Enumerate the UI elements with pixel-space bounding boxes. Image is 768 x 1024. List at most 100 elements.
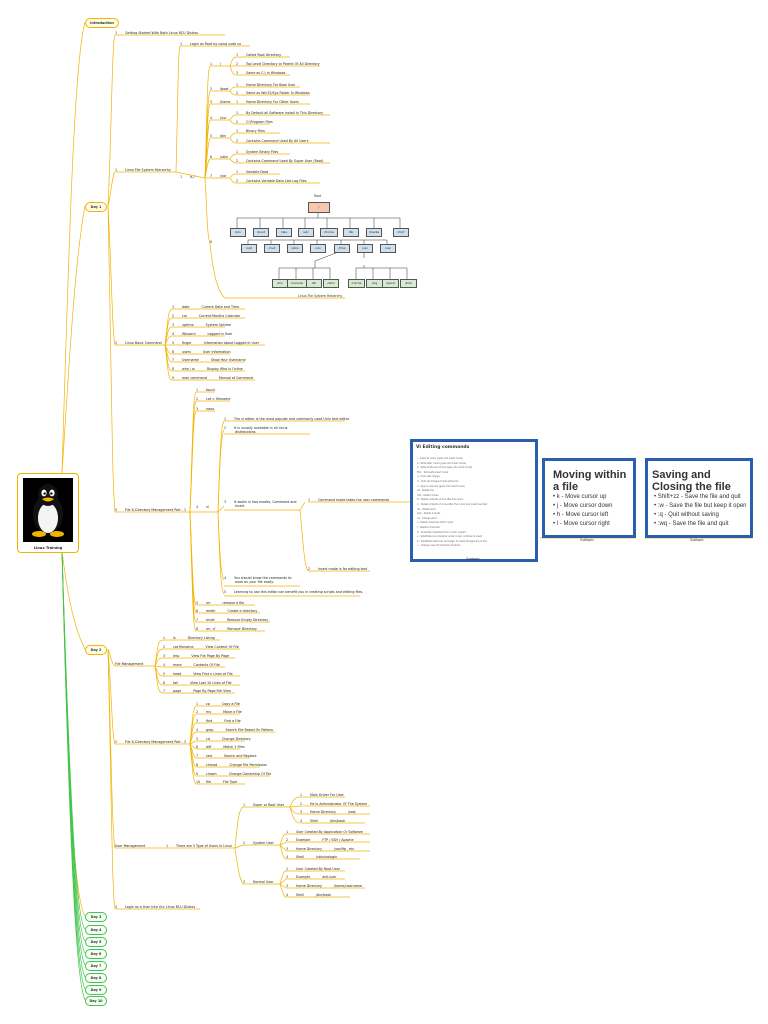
branch-pill[interactable]: Day 3 [85, 912, 107, 922]
topic-node[interactable]: It is usually available in all Linux [234, 426, 288, 430]
topic-node[interactable]: touch [206, 388, 215, 392]
topic-node[interactable]: /usr [220, 116, 226, 120]
topic-node[interactable]: Home Directory/var/ftp , etc [296, 847, 354, 851]
topic-node[interactable]: Home Directory/home/username [296, 884, 362, 888]
branch-pill[interactable]: Day 8 [85, 973, 107, 983]
topic-node[interactable]: Linux Basic Command [125, 341, 162, 345]
branch-pill[interactable]: Day 6 [85, 949, 107, 959]
topic-node[interactable]: Normal User [253, 880, 274, 884]
topic-node[interactable]: Shell/bin/bash [296, 893, 331, 897]
topic-node[interactable]: Home Directory For Other Users [246, 100, 299, 104]
topic-node[interactable]: Same as C:\ in Windows [246, 71, 286, 75]
topic-node[interactable]: Super or Root User [253, 803, 284, 807]
topic-node[interactable]: Contains Command Used By Super User (Roo… [246, 159, 323, 163]
topic-node[interactable]: By Default all Software Install In This … [246, 111, 323, 115]
branch-pill[interactable]: Day 2 [85, 645, 107, 655]
topic-node[interactable]: Login as Root by using sudo su [190, 42, 241, 46]
topic-node[interactable]: The vi editor is the most popular and co… [234, 417, 350, 421]
topic-node[interactable]: distributions. [235, 430, 257, 434]
topic-node[interactable]: Top Level Directory or Parent Of All Dir… [246, 62, 320, 66]
moving-panel[interactable]: Moving within a file • k - Move cursor u… [542, 458, 636, 538]
topic-node[interactable]: Home Directory For Boot User [246, 83, 295, 87]
topic-node[interactable]: User Created By Root User [296, 867, 340, 871]
topic-node[interactable]: Insert mode is for editing text [318, 567, 367, 571]
topic-node[interactable]: You should know the commands to [234, 576, 291, 580]
topic-node[interactable]: Contains Command Used By All Users [246, 139, 308, 143]
topic-node[interactable]: /sbin [220, 155, 228, 159]
vi-commands-panel[interactable]: Vi Editing commands i - Insert at cursor… [410, 439, 538, 562]
topic-node[interactable]: Binary Files [246, 129, 265, 133]
topic-node[interactable]: Same as Win32/Sys Folder In Windows [246, 91, 310, 95]
root-node[interactable]: Linux Training [17, 473, 79, 553]
topic-node[interactable]: / [220, 62, 221, 66]
topic-node[interactable]: Getting Started With Both Linux RCU Dist… [125, 31, 198, 35]
topic-node[interactable]: File Management [115, 662, 143, 666]
topic-node[interactable]: It works in two modes, Command and [234, 500, 297, 504]
branch-pill[interactable]: Day 10 [85, 996, 107, 1006]
topic-node[interactable]: vi [206, 505, 209, 509]
topic-node[interactable]: work on your file easily. [235, 580, 274, 584]
topic-node[interactable]: nano [206, 407, 214, 411]
topic-node[interactable]: Contains Variable Data Like Log Files [246, 179, 307, 183]
topic-node[interactable]: Insert [235, 504, 244, 508]
topic-node[interactable]: System User [253, 841, 274, 845]
topic-node[interactable]: Variable Data [246, 170, 268, 174]
topic-node[interactable]: /bin [220, 134, 226, 138]
branch-pill[interactable]: Day 4 [85, 925, 107, 935]
branch-pill[interactable]: Day 5 [85, 937, 107, 947]
topic-node[interactable]: Main Driver For User [310, 793, 344, 797]
branch-pill[interactable]: Day 1 [85, 202, 107, 212]
topic-node[interactable]: There are 3 Type of Users in Linux [176, 844, 232, 848]
topic-node[interactable]: System Binary Files [246, 150, 278, 154]
topic-node[interactable]: Linux File System Hierarchy [125, 168, 171, 172]
topic-node[interactable]: He Is Administrator Of The System [310, 802, 367, 806]
topic-node[interactable]: /var [220, 174, 226, 178]
topic-node[interactable]: /home [220, 100, 230, 104]
topic-node[interactable]: File & Directory Management Part - 2 [125, 740, 186, 744]
topic-node[interactable]: Shell/sbin/nologin [296, 855, 337, 859]
topic-node[interactable]: cat > filename [206, 397, 230, 401]
topic-node[interactable]: ls / [190, 175, 195, 179]
topic-node[interactable]: User Created By Application Or Software [296, 830, 363, 834]
topic-node[interactable]: Shell/bin/bash [310, 819, 345, 823]
topic-node[interactable]: User Management [115, 844, 145, 848]
topic-node[interactable]: File & Directory Management Part - 1 [125, 508, 186, 512]
branch-pill[interactable]: Day 9 [85, 985, 107, 995]
topic-node[interactable]: Learning to use this editor can benefit … [234, 590, 363, 594]
branch-pill[interactable]: Day 7 [85, 961, 107, 971]
topic-node[interactable]: Command mode takes the user commands [318, 498, 389, 502]
topic-node[interactable]: C:\Program Files [246, 120, 273, 124]
saving-panel[interactable]: Saving and Closing the file • Shift+zz -… [645, 458, 753, 538]
branch-pill[interactable]: Introduction [85, 18, 119, 28]
